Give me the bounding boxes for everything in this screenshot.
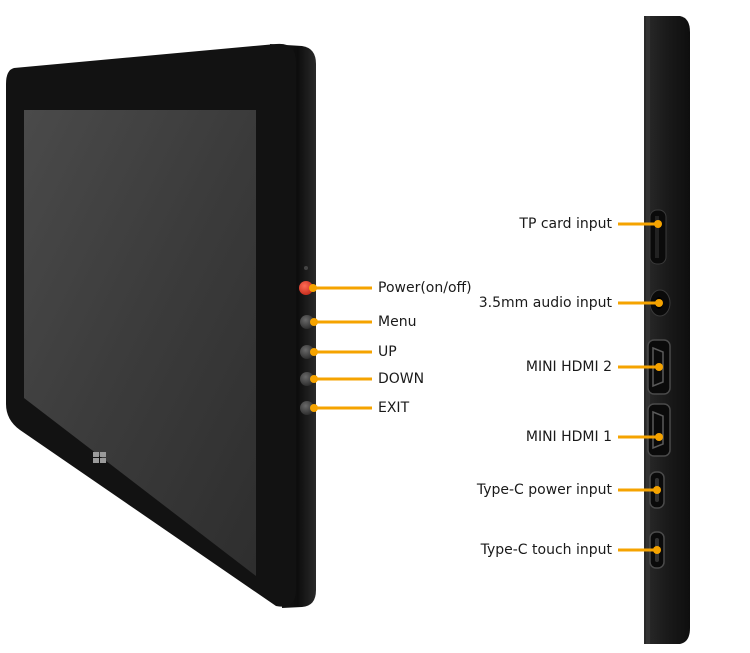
up-button-icon[interactable] xyxy=(300,345,314,359)
tf-card-slot-icon[interactable] xyxy=(649,209,667,265)
front-monitor xyxy=(6,43,316,608)
label-exit: EXIT xyxy=(378,400,410,416)
windows-logo-icon xyxy=(93,452,106,463)
exit-button-icon[interactable] xyxy=(300,401,314,415)
indicator-light xyxy=(304,266,308,270)
label-up: UP xyxy=(378,344,397,360)
menu-button-icon[interactable] xyxy=(300,315,314,329)
front-buttons xyxy=(299,281,314,415)
leader-dot-typec-touch xyxy=(653,546,661,554)
label-hdmi-1: MINI HDMI 1 xyxy=(525,429,612,445)
leader-dot-exit xyxy=(310,404,318,412)
front-leader-dots xyxy=(309,284,318,412)
label-power: Power(on/off) xyxy=(378,280,472,296)
front-leader-lines xyxy=(313,286,372,410)
label-menu: Menu xyxy=(378,314,417,330)
label-hdmi-2: MINI HDMI 2 xyxy=(525,359,612,375)
leader-dot-hdmi-2 xyxy=(655,363,663,371)
leader-dot-menu xyxy=(310,318,318,326)
label-typec-power: Type-C power input xyxy=(476,482,612,498)
leader-dot-hdmi-1 xyxy=(655,433,663,441)
label-audio: 3.5mm audio input xyxy=(478,295,612,311)
side-leader-dots xyxy=(653,220,663,554)
leader-dot-power xyxy=(309,284,317,292)
label-typec-touch: Type-C touch input xyxy=(480,542,612,558)
leader-dot-up xyxy=(310,348,318,356)
leader-dot-down xyxy=(310,375,318,383)
down-button-icon[interactable] xyxy=(300,372,314,386)
leader-dot-tp-card xyxy=(654,220,662,228)
monitor-screen xyxy=(24,110,256,576)
side-leader-lines xyxy=(618,222,659,552)
side-highlight xyxy=(646,16,650,644)
label-tp-card: TP card input xyxy=(519,216,612,232)
label-down: DOWN xyxy=(378,371,425,387)
power-button-icon[interactable] xyxy=(299,281,313,295)
leader-dot-audio xyxy=(655,299,663,307)
mini-hdmi-1-port-icon[interactable] xyxy=(647,403,671,457)
leader-dot-typec-power xyxy=(653,486,661,494)
